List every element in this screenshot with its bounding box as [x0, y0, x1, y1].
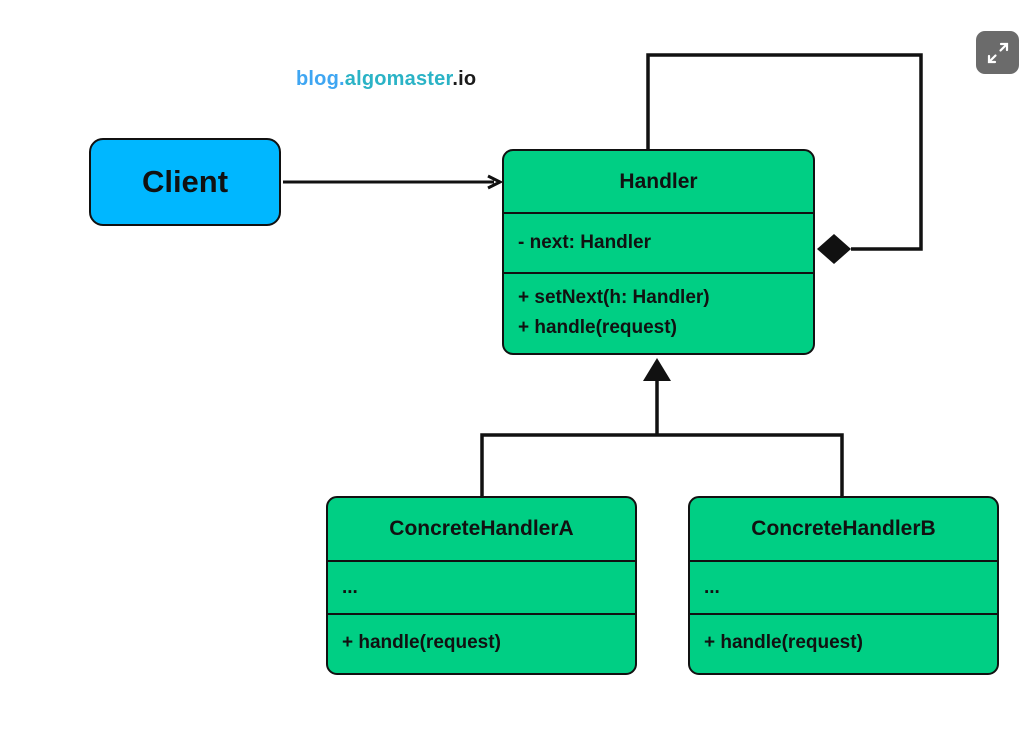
concrete-handler-a-class: ConcreteHandlerA ... + handle(request): [326, 496, 637, 675]
concrete-handler-b-operation-handle: + handle(request): [704, 632, 863, 653]
concrete-handler-a-operations: + handle(request): [328, 615, 635, 671]
inheritance-branches: [480, 433, 844, 496]
inheritance-arrowhead: [643, 358, 671, 381]
handler-attributes: - next: Handler: [504, 214, 813, 274]
watermark-algomaster: algomaster: [344, 68, 453, 90]
concrete-handler-b-class: ConcreteHandlerB ... + handle(request): [688, 496, 999, 675]
concrete-handler-a-attributes: ...: [328, 562, 635, 615]
concrete-handler-a-operation-handle: + handle(request): [342, 632, 501, 653]
concrete-handler-a-name: ConcreteHandlerA: [328, 498, 635, 562]
concrete-handler-b-attribute: ...: [704, 576, 720, 598]
concrete-handler-b-attributes: ...: [690, 562, 997, 615]
expand-arrows-icon: [987, 42, 1008, 63]
concrete-handler-b-name: ConcreteHandlerB: [690, 498, 997, 562]
watermark-blog: blog.: [296, 68, 345, 90]
composition-diamond: [817, 234, 851, 264]
client-box: Client: [89, 138, 281, 226]
handler-operations: + setNext(h: Handler) + handle(request): [504, 274, 813, 351]
association-arrowhead: [487, 174, 504, 190]
client-label: Client: [141, 164, 229, 199]
handler-class-name: Handler: [504, 151, 813, 214]
handler-operation-handle: + handle(request): [518, 316, 677, 338]
watermark-io: .io: [452, 68, 477, 90]
concrete-handler-b-operations: + handle(request): [690, 615, 997, 671]
self-composition-line: [646, 53, 923, 251]
concrete-handler-a-attribute: ...: [342, 576, 358, 598]
handler-class: Handler - next: Handler + setNext(h: Han…: [502, 149, 815, 355]
watermark-logo: blog.algomaster.io: [296, 68, 476, 91]
handler-operation-setnext: + setNext(h: Handler): [518, 286, 710, 308]
handler-attribute-next: - next: Handler: [518, 232, 652, 253]
expand-button[interactable]: [976, 31, 1019, 74]
